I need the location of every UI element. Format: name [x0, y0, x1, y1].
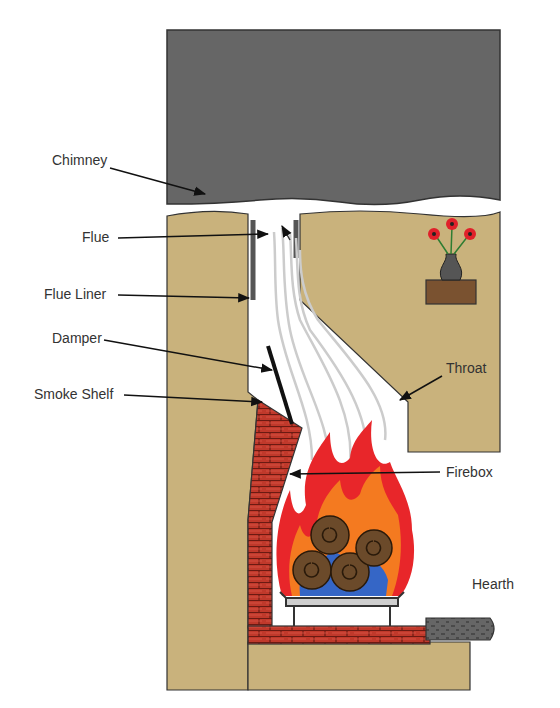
masonry-base [248, 642, 470, 690]
part-label: Flue Liner [44, 286, 106, 303]
masonry-left [167, 211, 258, 690]
part-label: Firebox [446, 464, 493, 481]
flowers [428, 218, 476, 254]
mantel-shelf [426, 280, 476, 304]
part-label: Chimney [52, 152, 107, 169]
hearth-stone [426, 618, 494, 640]
leader-lines [104, 168, 442, 474]
chimney-stack [167, 30, 500, 205]
part-label: Smoke Shelf [34, 386, 113, 403]
masonry-right [300, 211, 500, 452]
part-label: Throat [446, 360, 486, 377]
damper-plate [268, 346, 292, 424]
fire [276, 420, 414, 596]
logs [293, 516, 392, 591]
part-label: Damper [52, 330, 102, 347]
firebox-floor [248, 626, 430, 644]
vase [440, 254, 461, 280]
smoke-arrow [282, 226, 290, 240]
part-label: Flue [82, 229, 109, 246]
grate [280, 592, 404, 626]
flue-liner [251, 220, 256, 300]
part-label: Hearth [472, 576, 514, 593]
